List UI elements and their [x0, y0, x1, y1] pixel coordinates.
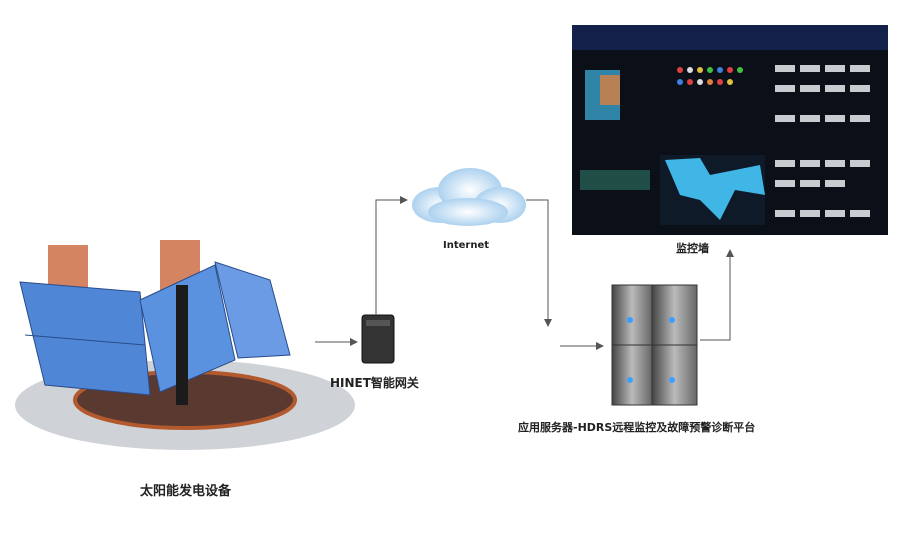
server-image [611, 284, 698, 406]
arrow-internet-down [526, 199, 552, 327]
gateway-label: HINET智能网关 [330, 376, 419, 390]
arrow-server-to-wall [700, 249, 734, 341]
monitor-wall-label: 监控墙 [676, 242, 709, 255]
monitor-wall-image [572, 25, 888, 235]
internet-cloud-icon [412, 168, 526, 226]
internet-label: Internet [443, 240, 490, 251]
gateway-device-image [361, 314, 395, 364]
server-label: 应用服务器-HDRS远程监控及故障预警诊断平台 [518, 421, 756, 434]
arrow-gateway-to-internet [375, 196, 408, 315]
solar-equipment-label: 太阳能发电设备 [140, 484, 232, 499]
solar-equipment-image [15, 240, 355, 450]
